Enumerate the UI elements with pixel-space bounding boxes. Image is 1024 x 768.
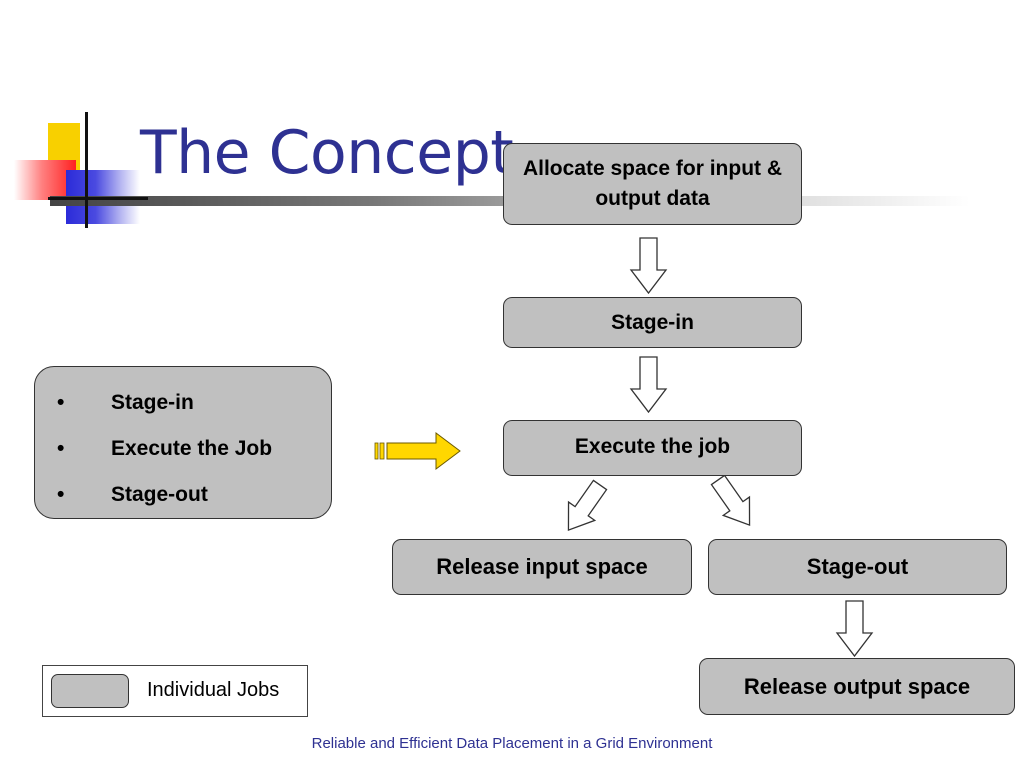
execute-job-box: Execute the job bbox=[503, 420, 802, 476]
stage-out-box: Stage-out bbox=[708, 539, 1007, 595]
slide-footer: Reliable and Efficient Data Placement in… bbox=[311, 735, 713, 752]
decoration-horizontal-line bbox=[48, 197, 148, 200]
list-item-label: Stage-in bbox=[111, 391, 194, 414]
yellow-right-arrow-icon bbox=[374, 432, 461, 470]
down-arrow-icon bbox=[629, 237, 668, 295]
release-output-box: Release output space bbox=[699, 658, 1015, 715]
diagonal-down-right-arrow-icon bbox=[710, 474, 751, 526]
allocate-space-box: Allocate space for input & output data bbox=[503, 143, 802, 225]
decoration-vertical-line bbox=[85, 112, 88, 228]
legend-label: Individual Jobs bbox=[147, 679, 280, 701]
decoration-red-square bbox=[14, 160, 76, 200]
diagonal-down-left-arrow-icon bbox=[567, 479, 608, 531]
bullet-icon: • bbox=[57, 391, 65, 414]
stage-in-box: Stage-in bbox=[503, 297, 802, 348]
slide-title: The Concept bbox=[140, 118, 514, 188]
legend: Individual Jobs bbox=[42, 665, 308, 717]
steps-list-box: • Stage-in • Execute the Job • Stage-out bbox=[34, 366, 332, 519]
release-input-box: Release input space bbox=[392, 539, 692, 595]
list-item-label: Execute the Job bbox=[111, 437, 273, 460]
bullet-icon: • bbox=[57, 437, 65, 460]
legend-swatch bbox=[51, 674, 129, 708]
down-arrow-icon bbox=[835, 600, 874, 658]
down-arrow-icon bbox=[629, 356, 668, 414]
list-item-label: Stage-out bbox=[111, 483, 208, 506]
bullet-icon: • bbox=[57, 483, 65, 506]
